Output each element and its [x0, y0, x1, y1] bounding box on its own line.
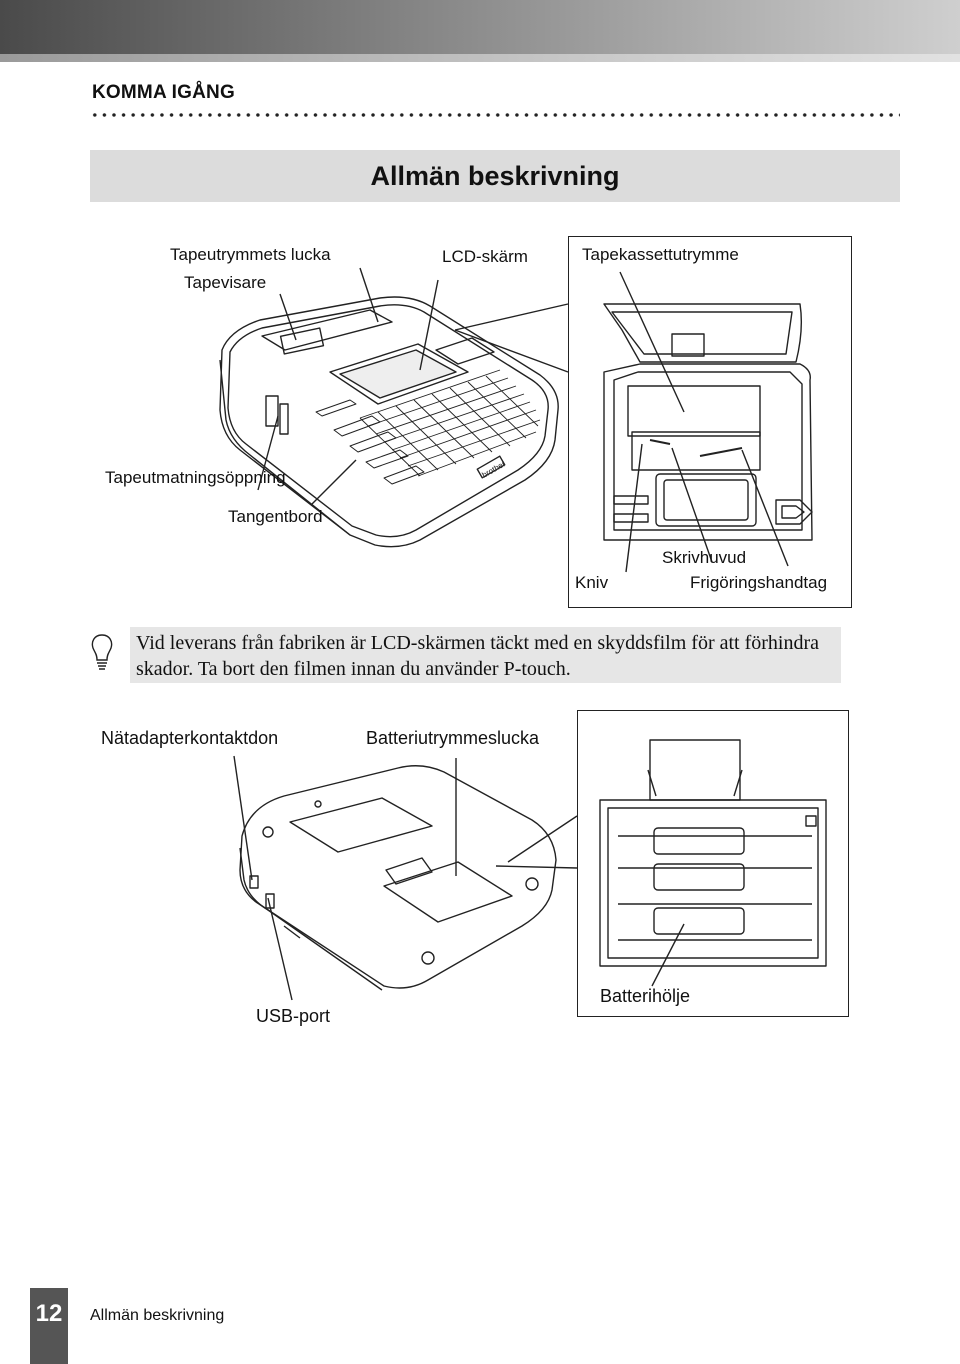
lightbulb-icon [91, 634, 113, 670]
ptouch-device-bottom-view [239, 765, 557, 991]
page-title: Allmän beskrivning [370, 160, 620, 191]
label-keyboard: Tangentbord [228, 507, 323, 526]
tip-note: Vid leverans från fabriken är LCD-skärme… [130, 627, 841, 683]
tip-text: Vid leverans från fabriken är LCD-skärme… [136, 632, 820, 680]
footer-title: Allmän beskrivning [90, 1307, 225, 1324]
dotted-divider [90, 112, 900, 118]
cassette-callout-box [568, 236, 852, 608]
battery-compartment [599, 739, 827, 967]
page-number: 12 [35, 1300, 63, 1327]
ptouch-device-top-view [219, 296, 559, 548]
header-bar-edge [0, 54, 960, 62]
tape-cassette-compartment [603, 303, 813, 541]
label-adapter-connector: Nätadapterkontaktdon [101, 728, 279, 748]
brand-text: brother [481, 459, 508, 480]
label-lcd: LCD-skärm [442, 247, 528, 266]
label-release-lever: Frigöringshandtag [690, 573, 828, 592]
label-tape-viewer: Tapevisare [184, 273, 267, 292]
label-battery-lid: Batteriutrymmeslucka [366, 728, 540, 748]
label-cutter: Kniv [575, 573, 609, 592]
label-tape-lid: Tapeutrymmets lucka [170, 245, 331, 264]
header-bar [0, 0, 960, 62]
label-cassette-compartment: Tapekassettutrymme [582, 245, 739, 264]
title-band: Allmän beskrivning [90, 150, 900, 202]
label-print-head: Skrivhuvud [662, 548, 747, 567]
page-tab [30, 1288, 68, 1364]
label-tape-exit: Tapeutmatningsöppning [105, 468, 286, 487]
section-heading: KOMMA IGÅNG [92, 82, 235, 103]
label-usb-port: USB-port [256, 1006, 331, 1026]
label-battery-holder: Batterihölje [600, 986, 691, 1006]
